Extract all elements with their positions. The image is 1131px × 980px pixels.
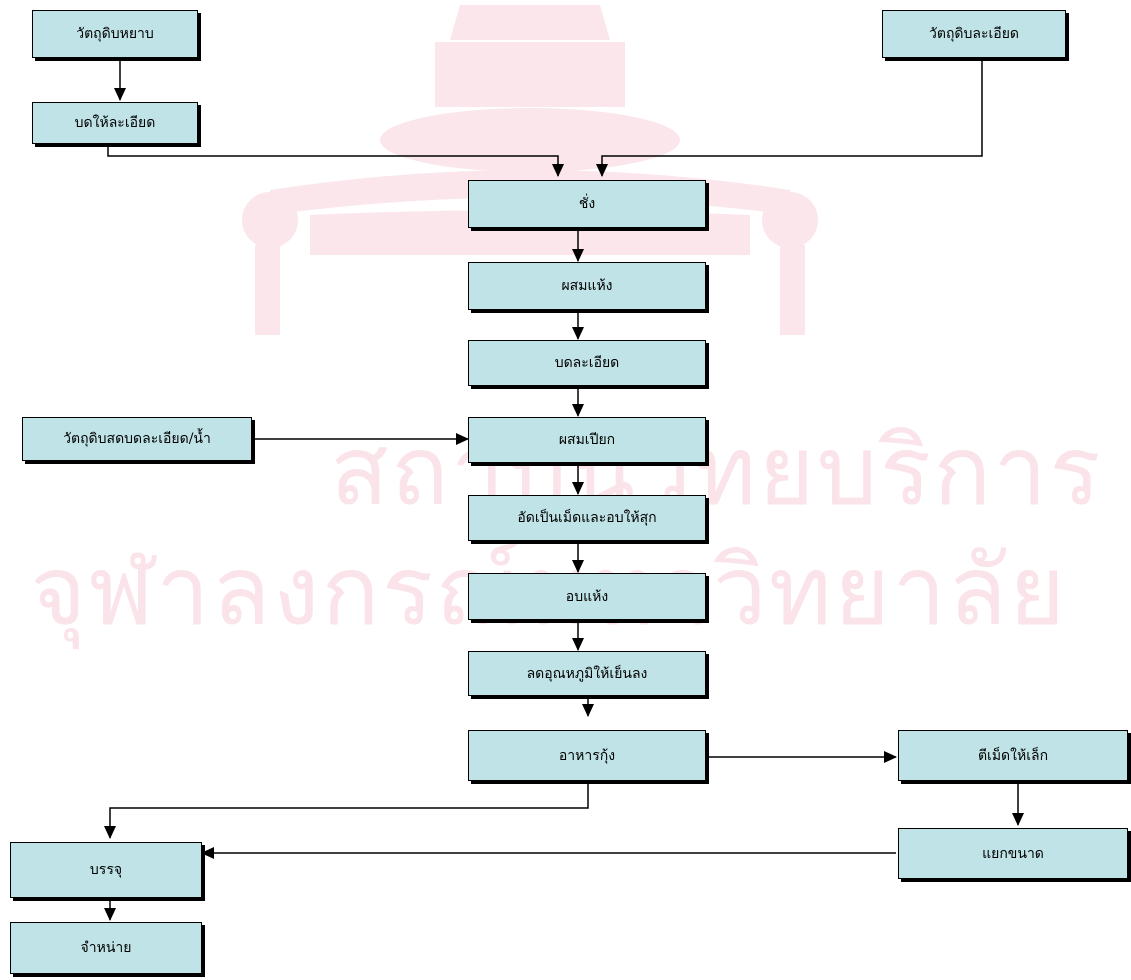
step-sell: จำหน่าย: [10, 922, 202, 974]
step-raw-coarse: วัตถุดิบหยาบ: [32, 10, 198, 58]
arrow-raw-fine-to-weigh: [596, 61, 983, 177]
step-dry-mix: ผสมแห้ง: [468, 262, 706, 310]
step-pellet-steam: อัดเป็นเม็ดและอบให้สุก: [468, 495, 706, 541]
step-raw-fine: วัตถุดิบละเอียด: [882, 10, 1066, 58]
step-sieve: แยกขนาด: [898, 828, 1128, 879]
step-fine-grind: บดละเอียด: [468, 340, 706, 386]
step-dry-bake: อบแห้ง: [468, 573, 706, 620]
step-pack: บรรจุ: [10, 842, 202, 898]
step-weigh: ชั่ง: [468, 180, 706, 228]
step-cool: ลดอุณหภูมิให้เย็นลง: [468, 651, 706, 696]
step-crumble: ตีเม็ดให้เล็ก: [898, 730, 1128, 781]
step-wet-input: วัตถุดิบสดบดละเอียด/น้ำ: [22, 417, 252, 461]
arrow-grind-to-weigh: [107, 144, 564, 177]
arrow-shrimp-feed-to-pack: [104, 782, 589, 839]
step-grind-fine: บดให้ละเอียด: [32, 102, 198, 144]
step-wet-mix: ผสมเปียก: [468, 417, 706, 463]
step-shrimp-feed: อาหารกุ้ง: [468, 730, 706, 781]
